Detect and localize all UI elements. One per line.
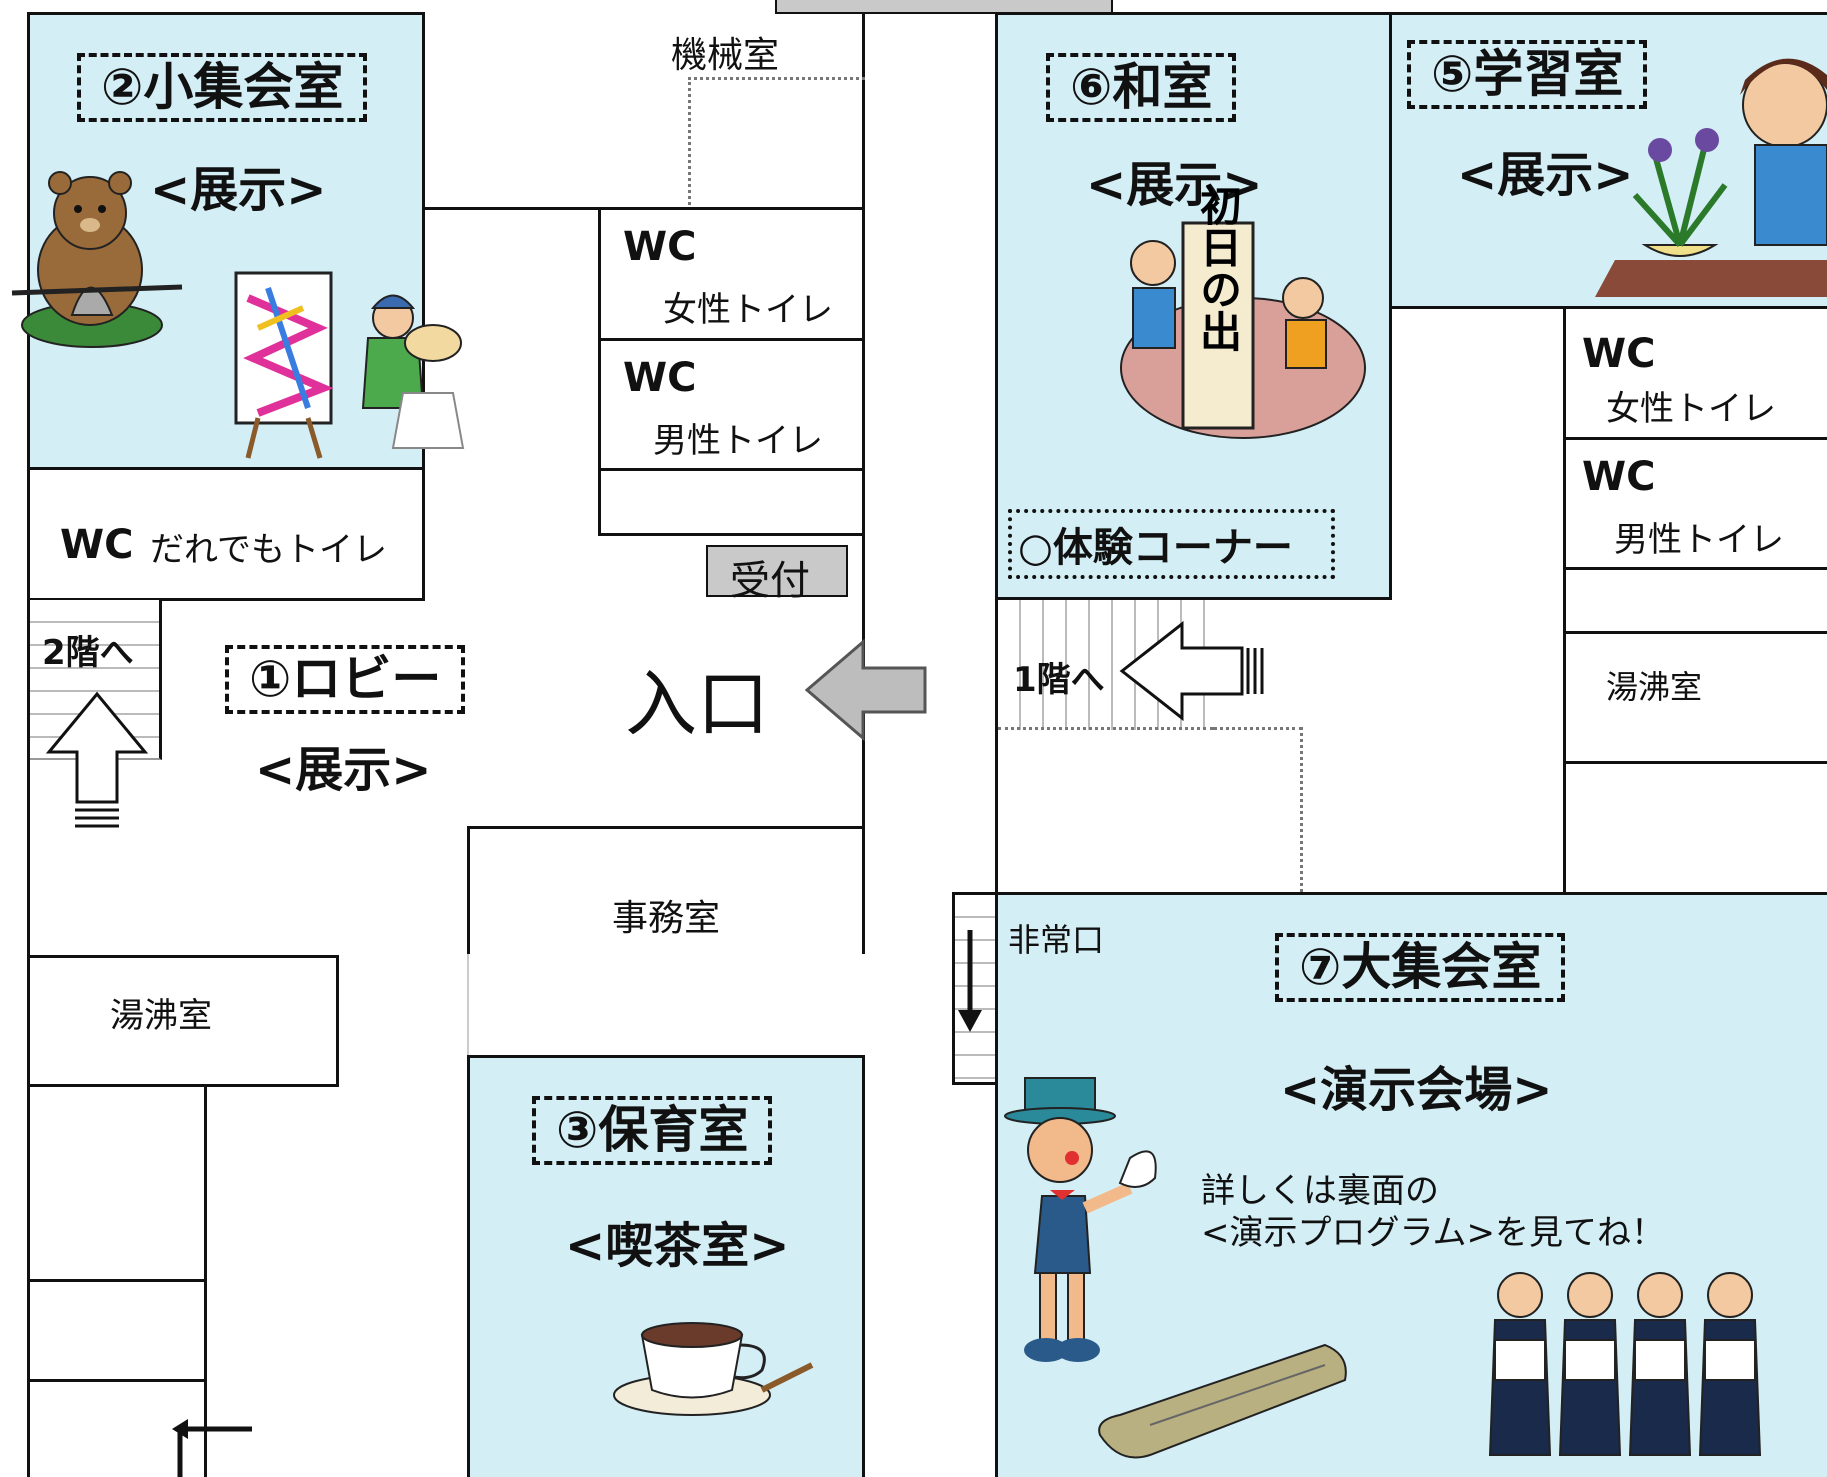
room-wc-men-2[interactable]: WC 男性トイレ <box>1563 437 1827 570</box>
machine-divider <box>688 77 691 210</box>
calligraphy-text: 初日の出 <box>1194 184 1243 352</box>
painter-icon <box>234 271 465 459</box>
room-storage-1 <box>598 468 865 536</box>
left-arrow-outline-icon <box>1119 620 1264 722</box>
top-edge-marker <box>775 0 1113 14</box>
large-hall-note-2: <演示プログラム>を見てね！ <box>1201 1213 1665 1253</box>
koto-icon <box>1098 1343 1347 1459</box>
small-hall-title: ②小集会室 <box>77 53 368 122</box>
reception-label: 受付 <box>730 558 810 604</box>
experience-corner-label: ○体験コーナー <box>1008 509 1335 579</box>
nursery-title: ③保育室 <box>532 1096 773 1165</box>
room-storage-7 <box>1563 761 1827 895</box>
bear-icon <box>11 171 183 348</box>
study-title: ⑤学習室 <box>1407 40 1648 109</box>
left-arrow-small-icon <box>172 1419 252 1477</box>
ikebana-icon <box>1595 58 1827 297</box>
lobby-title: ①ロビー <box>225 645 466 714</box>
room-storage-3 <box>27 1084 207 1282</box>
large-hall-sub: <演示会場> <box>1280 1062 1553 1118</box>
room-kettle-1[interactable]: 湯沸室 <box>27 955 339 1087</box>
down-arrow-icon <box>958 930 982 1032</box>
coffee-cup-icon <box>613 1322 814 1416</box>
wc-women-1-mark: WC <box>623 224 697 270</box>
kettle-1-label: 湯沸室 <box>110 996 212 1036</box>
machine-divider-top <box>688 77 865 80</box>
lobby-sub: <展示> <box>255 742 432 798</box>
room-storage-2 <box>467 954 865 1058</box>
room-wc-men-1[interactable]: WC 男性トイレ <box>598 338 865 471</box>
wc-all-mark: WC <box>60 522 134 568</box>
wc-men-1-label: 男性トイレ <box>653 421 823 461</box>
to-1f-label: 1階へ <box>1013 660 1105 700</box>
calligraphy-icon: 初日の出 <box>1120 184 1366 439</box>
room-study[interactable]: ⑤学習室 <展示> <box>1389 12 1827 309</box>
kettle-2-label: 湯沸室 <box>1606 668 1703 706</box>
emergency-stairs[interactable] <box>952 892 998 1085</box>
to-2f-label: 2階へ <box>42 633 134 673</box>
nursery-sub: <喫茶室> <box>565 1218 790 1274</box>
large-hall-note-1: 詳しくは裏面の <box>1201 1171 1439 1211</box>
wc-men-2-mark: WC <box>1582 454 1656 500</box>
room-wc-all[interactable]: WC だれでもトイレ <box>27 467 425 601</box>
machine-room-label: 機械室 <box>671 35 780 76</box>
wc-women-2-mark: WC <box>1582 331 1656 377</box>
wc-women-1-label: 女性トイレ <box>663 290 833 330</box>
up-arrow-icon <box>45 691 149 828</box>
room-wc-women-2[interactable]: WC 女性トイレ <box>1563 306 1827 440</box>
wc-men-1-mark: WC <box>623 355 697 401</box>
room-office[interactable]: 事務室 <box>467 826 865 957</box>
emergency-exit-label: 非常口 <box>1008 921 1105 959</box>
office-label: 事務室 <box>612 898 721 939</box>
magician-icon <box>1004 1077 1157 1362</box>
room-wc-women-1[interactable]: WC 女性トイレ <box>598 207 865 341</box>
small-hall-sub: <展示> <box>150 162 327 218</box>
wc-men-2-label: 男性トイレ <box>1614 520 1784 560</box>
choir-icon <box>1488 1272 1762 1456</box>
room-storage-6 <box>1563 567 1827 634</box>
japanese-sub: <展示> <box>1086 157 1263 213</box>
wc-women-2-label: 女性トイレ <box>1606 389 1776 429</box>
room-storage-4 <box>27 1279 207 1382</box>
room-kettle-2[interactable]: 湯沸室 <box>1563 631 1827 764</box>
wc-all-label: だれでもトイレ <box>150 530 387 570</box>
stairs-divider-top <box>1213 727 1303 730</box>
stairs-divider <box>1300 727 1303 892</box>
reception-desk[interactable]: 受付 <box>706 545 848 604</box>
large-hall-title: ⑦大集会室 <box>1275 933 1566 1002</box>
room-machine: 機械室 <box>422 12 865 210</box>
entrance-label: 入口 <box>625 662 770 746</box>
study-sub: <展示> <box>1457 147 1634 203</box>
left-arrow-icon <box>804 638 927 742</box>
japanese-title: ⑥和室 <box>1046 53 1237 122</box>
